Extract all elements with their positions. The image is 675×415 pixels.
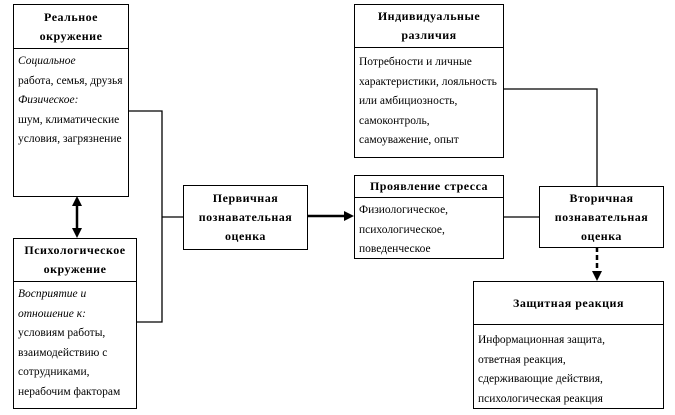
psych-environment-box: Психологическое окружение Восприятие и о…: [13, 238, 137, 409]
psych-environment-title: Психологическое окружение: [14, 239, 136, 282]
real-environment-title: Реальное окружение: [14, 5, 128, 49]
defense-reaction-box: Защитная реакция Информационная защита, …: [473, 281, 664, 409]
defense-reaction-text: Информационная защита, ответная реакция,…: [478, 334, 605, 405]
physical-label: Физическое:: [18, 94, 79, 106]
arrowhead-down-psych: [72, 228, 82, 238]
defense-reaction-title: Защитная реакция: [474, 282, 663, 325]
stress-manifestation-title: Проявление стресса: [355, 176, 503, 198]
perception-label: Восприятие и отношение к:: [18, 288, 87, 320]
real-environment-box: Реальное окружение Социальное работа, се…: [13, 4, 129, 197]
individual-differences-text: Потребности и личные характеристики, лоя…: [359, 56, 497, 146]
stress-manifestation-text: Физиологическое, психологическое, поведе…: [359, 204, 449, 255]
social-text: работа, семья, друзья: [18, 74, 123, 87]
physical-text: шум, климатические условия, загрязнение: [18, 113, 122, 146]
arrowhead-up-real: [72, 196, 82, 206]
connector-individual-to-secondary: [503, 88, 598, 186]
social-label: Социальное: [18, 55, 76, 67]
individual-differences-box: Индивидуальные различия Потребности и ли…: [354, 4, 504, 158]
secondary-appraisal-box: Вторичная познавательная оценка: [539, 186, 664, 248]
individual-differences-title: Индивидуальные различия: [355, 5, 503, 48]
arrowhead-stress: [344, 211, 354, 221]
primary-appraisal-box: Первичная познавательная оценка: [183, 185, 308, 250]
stress-manifestation-box: Проявление стресса Физиологическое, псих…: [354, 175, 504, 259]
perception-text: условиям работы, взаимодействию с сотруд…: [18, 327, 121, 398]
arrowhead-defense: [592, 271, 602, 281]
